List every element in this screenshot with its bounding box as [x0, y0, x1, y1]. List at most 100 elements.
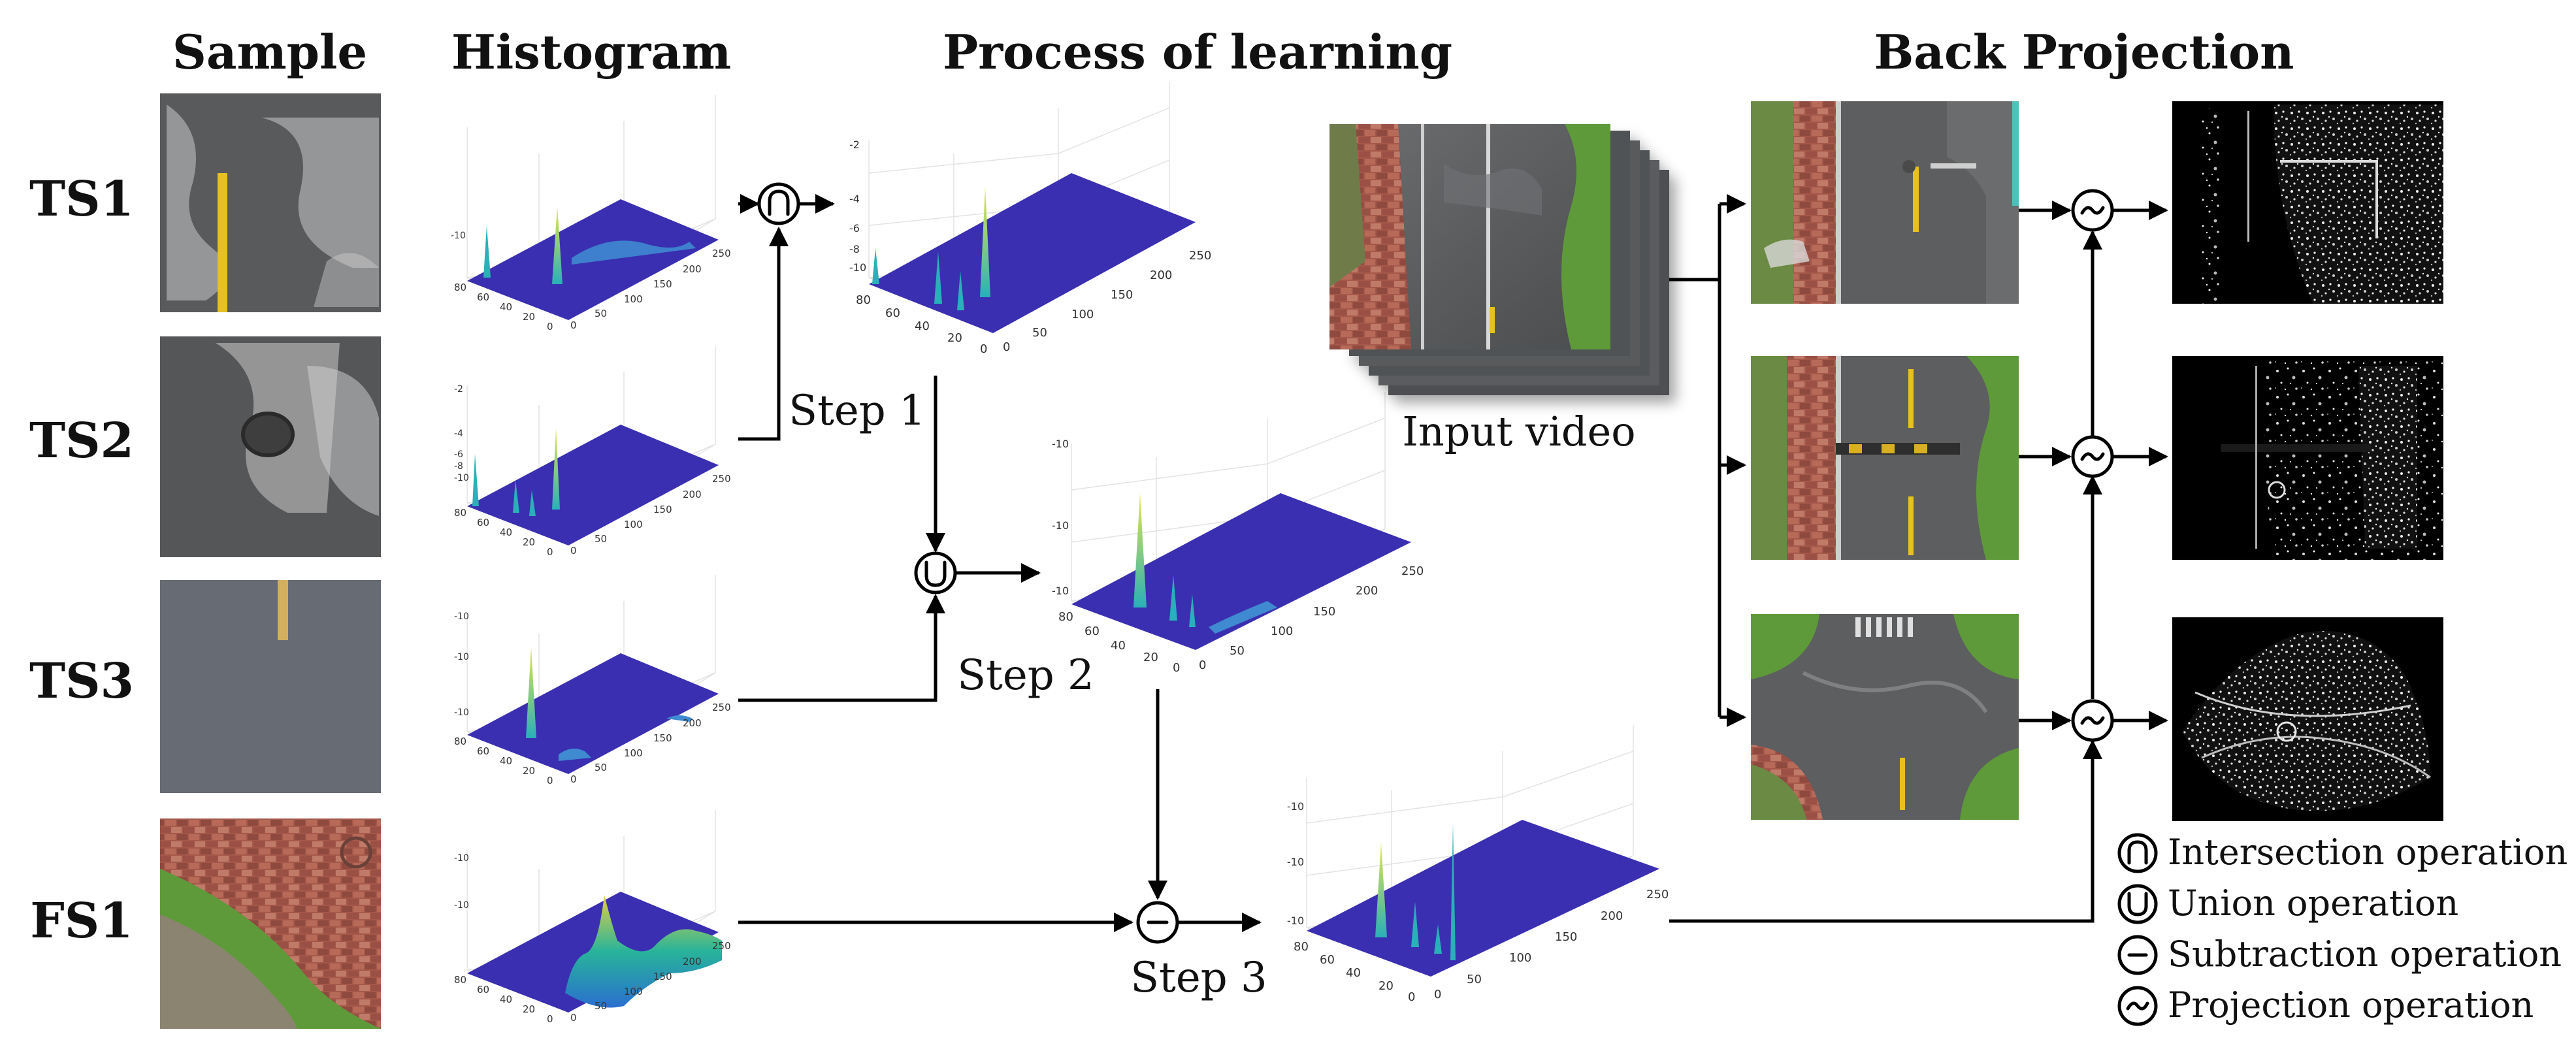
y-tick: 40 [500, 994, 512, 1005]
x-tick: 100 [1271, 624, 1293, 638]
arrow-ts3-to-union [738, 594, 945, 702]
y-tick: 20 [523, 765, 535, 777]
legend-label-projection: Projection operation [2168, 984, 2534, 1026]
z-tick: -10 [1052, 585, 1069, 597]
y-tick: 80 [454, 736, 466, 747]
x-tick: 0 [570, 773, 577, 785]
z-tick: -10 [454, 900, 469, 911]
y-tick: 60 [477, 745, 489, 757]
x-tick: 150 [1555, 930, 1577, 944]
y-tick: 0 [1173, 661, 1180, 675]
z-tick: -2 [849, 138, 860, 151]
y-tick: 40 [915, 319, 930, 333]
histogram-ts2: -2 -4 -6 -8 -10 80 60 40 20 0 0 50 100 1… [454, 346, 731, 558]
x-tick: 200 [683, 717, 702, 729]
x-tick: 100 [1071, 308, 1094, 321]
y-tick: 80 [856, 293, 871, 307]
y-tick: 0 [547, 546, 553, 558]
legend: Intersection operation Union operation S… [2117, 832, 2568, 1026]
y-tick: 0 [1408, 990, 1415, 1004]
x-tick: 200 [1150, 268, 1172, 282]
x-tick: 200 [683, 263, 702, 275]
x-tick: 100 [624, 519, 643, 530]
y-tick: 40 [500, 301, 512, 313]
z-tick: -10 [849, 261, 866, 274]
histogram-fs1: -10 -10 80 60 40 20 0 0 50 100 150 200 2… [454, 810, 731, 1025]
video-frame-3 [1751, 614, 2019, 820]
union-operator [914, 551, 957, 594]
projection-mask-3 [2172, 617, 2443, 821]
z-tick: -10 [1287, 800, 1304, 813]
z-tick: -4 [849, 193, 860, 205]
z-tick: -2 [454, 384, 463, 395]
y-tick: 0 [547, 1013, 553, 1025]
legend-item-intersection: Intersection operation [2117, 832, 2568, 873]
intersection-icon [2117, 833, 2158, 873]
z-tick: -8 [454, 461, 463, 472]
y-tick: 40 [1346, 966, 1361, 980]
histogram-peak [1375, 843, 1387, 937]
input-video-stack [1329, 124, 1669, 395]
x-tick: 50 [595, 762, 607, 773]
histogram-peak [552, 206, 562, 284]
x-tick: 0 [570, 319, 577, 331]
z-tick: -10 [454, 853, 469, 864]
header-process-of-learning: Process of learning [943, 24, 1452, 80]
y-tick: 80 [1294, 940, 1309, 954]
x-tick: 50 [1230, 644, 1245, 658]
x-tick: 50 [595, 1000, 607, 1012]
histogram-peak [1133, 493, 1147, 608]
histogram-step1: -2 -4 -6 -8 -10 80 60 40 20 0 0 50 100 1… [849, 82, 1211, 356]
sample-image-ts2 [160, 336, 381, 557]
z-tick: -4 [454, 429, 463, 439]
y-tick: 20 [1143, 651, 1158, 664]
x-tick: 150 [1111, 288, 1133, 302]
z-tick: -10 [1052, 519, 1069, 532]
sample-image-ts1 [160, 93, 381, 312]
x-tick: 100 [624, 747, 643, 759]
projection-mask-2 [2172, 356, 2443, 560]
z-tick: -10 [1287, 856, 1304, 868]
subtraction-operator [1136, 901, 1179, 944]
x-tick: 50 [1467, 973, 1482, 986]
x-tick: 100 [624, 986, 643, 997]
y-tick: 20 [947, 331, 962, 345]
z-tick: -10 [454, 473, 469, 483]
y-tick: 20 [523, 311, 535, 323]
step1-label: Step 1 [789, 387, 925, 435]
x-tick: 200 [1356, 584, 1378, 598]
z-tick: -10 [454, 611, 469, 622]
y-tick: 60 [477, 291, 489, 303]
legend-item-subtraction: Subtraction operation [2117, 933, 2562, 975]
z-tick: -10 [451, 231, 466, 241]
row-label-ts2: TS2 [29, 413, 134, 469]
legend-label-union: Union operation [2168, 883, 2458, 924]
sample-image-fs1 [160, 818, 381, 1029]
x-tick: 100 [1509, 951, 1531, 965]
input-video-label: Input video [1402, 408, 1635, 455]
y-tick: 40 [500, 755, 512, 767]
row-label-ts1: TS1 [29, 171, 134, 227]
z-tick: -6 [849, 222, 860, 235]
x-tick: 150 [653, 504, 672, 515]
z-tick: -6 [454, 449, 463, 460]
z-tick: -8 [849, 243, 860, 255]
step2-label: Step 2 [957, 651, 1094, 700]
union-icon [2117, 884, 2158, 924]
projection-operator-1 [2071, 189, 2114, 232]
y-tick: 40 [500, 526, 512, 538]
x-tick: 150 [653, 732, 672, 744]
y-tick: 40 [1111, 639, 1126, 653]
input-video-front-frame [1329, 124, 1610, 349]
x-tick: 50 [595, 308, 607, 319]
x-tick: 200 [1601, 909, 1623, 923]
legend-label-subtraction: Subtraction operation [2168, 933, 2562, 975]
sample-image-ts3 [160, 580, 381, 793]
x-tick: 0 [570, 545, 577, 557]
row-label-fs1: FS1 [30, 893, 133, 949]
arrow-step3-to-projections [1669, 739, 2102, 923]
header-back-projection: Back Projection [1874, 24, 2294, 80]
arrow-video-branch [1669, 278, 1721, 717]
histogram-peak [526, 647, 536, 738]
